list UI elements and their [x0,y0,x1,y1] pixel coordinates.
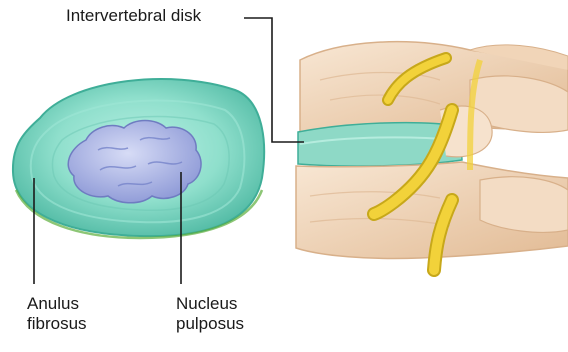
label-nucleus-line-1: Nucleus [176,294,244,314]
label-anulus-line-2: fibrosus [27,314,87,334]
disk-cross-section [13,79,264,238]
label-anulus-line-1: Anulus [27,294,87,314]
label-nucleus-pulposus: Nucleus pulposus [176,294,244,334]
label-intervertebral-disk-text: Intervertebral disk [66,6,201,26]
label-intervertebral-disk: Intervertebral disk [66,6,201,26]
label-nucleus-line-2: pulposus [176,314,244,334]
label-anulus-fibrosus: Anulus fibrosus [27,294,87,334]
spine-side-view [296,42,568,270]
